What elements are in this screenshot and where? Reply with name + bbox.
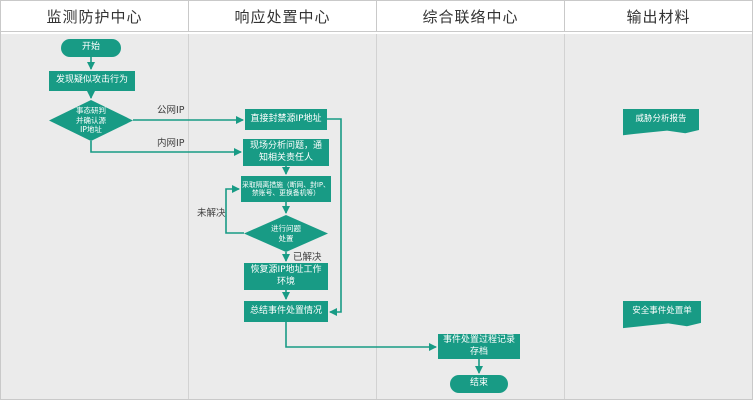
flow-node-summarize-incident: 总结事件处置情况 [244, 301, 328, 322]
decision-label: 进行问题 处置 [271, 223, 301, 243]
flow-node-start: 开始 [61, 39, 121, 57]
flow-node-onsite-analysis: 现场分析问题，通 知相关责任人 [243, 139, 329, 166]
flow-node-incident-form: 安全事件处置单 [623, 301, 701, 329]
lane-body-monitoring [1, 34, 189, 399]
lane-body-output [565, 34, 752, 399]
flow-node-end: 结束 [450, 375, 508, 393]
flow-node-detect-attack: 发现疑似攻击行为 [49, 71, 135, 91]
flow-node-judge-source-ip: 事态研判 并确认源 IP地址 [49, 100, 133, 141]
flow-node-block-source-ip: 直接封禁源IP地址 [245, 109, 327, 130]
flow-node-restore-environment: 恢复源IP地址工作 环境 [244, 263, 328, 290]
flow-node-archive-record: 事件处置过程记录 存档 [438, 334, 520, 359]
lane-header-liaison: 综合联络中心 [377, 1, 565, 31]
edge-label-public-ip: 公网IP [157, 105, 185, 116]
decision-label: 事态研判 并确认源 IP地址 [76, 105, 106, 135]
edge-label-unresolved: 未解决 [197, 208, 226, 219]
lane-header-response: 响应处置中心 [189, 1, 377, 31]
lane-headers: 监测防护中心 响应处置中心 综合联络中心 输出材料 [1, 1, 752, 32]
edge-label-internal-ip: 内网IP [157, 138, 185, 149]
lane-header-output: 输出材料 [626, 7, 691, 26]
lane-header-monitoring: 监测防护中心 [1, 1, 189, 31]
flow-node-problem-handling: 进行问题 处置 [244, 215, 328, 252]
edge-label-resolved: 已解决 [293, 252, 322, 263]
flow-node-isolation-measures: 采取隔离措施（断网、封IP、 禁账号、更换备机等） [241, 176, 331, 202]
flow-node-threat-report: 威胁分析报告 [623, 109, 699, 136]
